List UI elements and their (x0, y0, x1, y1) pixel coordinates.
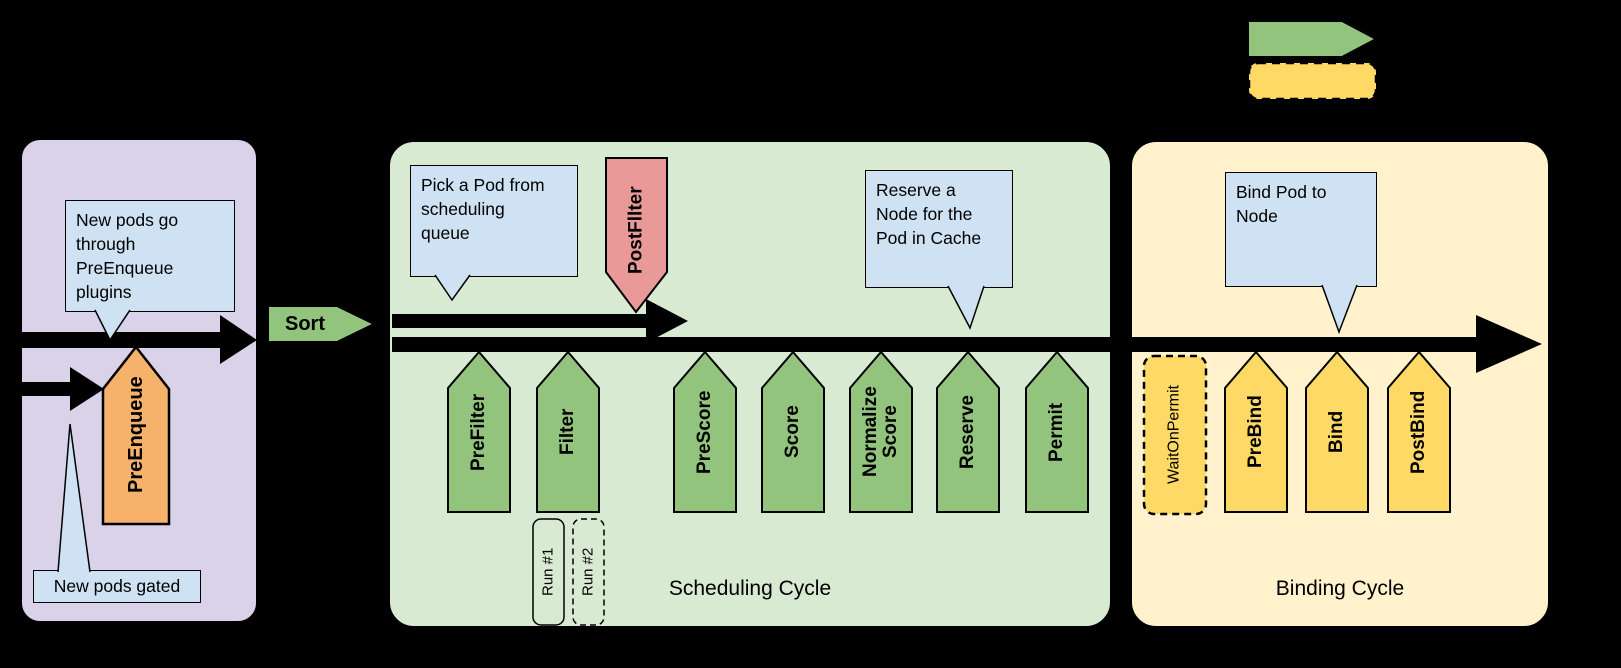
prefilter-label: PreFilter (468, 393, 490, 471)
reserve-label: Reserve (957, 395, 979, 469)
bind-extension-shape (1305, 350, 1369, 513)
prebind-label: PreBind (1245, 395, 1267, 469)
score-extension-shape (761, 350, 825, 513)
callout-new-pods-preenqueue: New pods go through PreEnqueue plugins (65, 200, 235, 312)
main-flow-arrow (392, 315, 1542, 373)
callout-new-pods-gated-pointer (57, 423, 91, 573)
postbind-extension-shape (1387, 350, 1451, 513)
filter-label: Filter (557, 408, 579, 456)
prescore-extension-shape (673, 350, 737, 513)
postfilter-extension-shape (605, 157, 668, 314)
bind-label: Bind (1326, 410, 1348, 454)
filter-run2-label: Run #2 (579, 547, 597, 597)
score-label: Score (782, 405, 804, 459)
legend-optional-plugin-shape (1247, 61, 1378, 101)
reserve-extension-shape (936, 350, 1000, 513)
postbind-label: PostBind (1408, 390, 1430, 474)
prefilter-extension-shape (447, 350, 511, 513)
waitonpermit-optional-shape (1142, 354, 1208, 516)
queue-flow-arrow (0, 315, 257, 364)
permit-extension-shape (1025, 350, 1089, 513)
scheduling-cycle-title: Scheduling Cycle (668, 577, 832, 600)
gated-flow-arrow (0, 367, 104, 411)
permit-label: Permit (1046, 402, 1068, 462)
pick-pod-arrow (392, 299, 688, 343)
normalize-score-extension-shape (849, 350, 913, 513)
sort-arrow-shape (267, 305, 377, 343)
legend-extension-arrow-shape (1247, 20, 1379, 58)
normalize-score-label: Normalize Score (860, 386, 901, 478)
callout-pick-pod-pointer (434, 274, 471, 302)
binding-cycle-title: Binding Cycle (1275, 577, 1405, 600)
preenqueue-label: PreEnqueue (125, 376, 147, 494)
callout-reserve-node-pointer (947, 285, 985, 330)
filter-run1-label: Run #1 (539, 547, 557, 597)
prebind-extension-shape (1224, 350, 1288, 513)
postfilter-label: PostFllter (625, 186, 647, 275)
callout-reserve-node: Reserve a Node for the Pod in Cache (865, 170, 1013, 288)
filter-run1-shape (532, 518, 565, 626)
filter-extension-shape (536, 350, 600, 513)
callout-new-pods-pointer (94, 309, 131, 342)
callout-new-pods-gated: New pods gated (33, 570, 201, 603)
callout-bind-pod-pointer (1321, 284, 1358, 335)
prescore-label: PreScore (694, 390, 716, 474)
filter-run2-shape (572, 518, 605, 626)
callout-pick-pod: Pick a Pod from scheduling queue (410, 165, 578, 277)
sort-label: Sort (285, 312, 325, 335)
callout-bind-pod: Bind Pod to Node (1225, 172, 1377, 287)
preenqueue-extension-shape (101, 344, 171, 526)
waitonpermit-label: WaitOnPermit (1165, 385, 1183, 485)
